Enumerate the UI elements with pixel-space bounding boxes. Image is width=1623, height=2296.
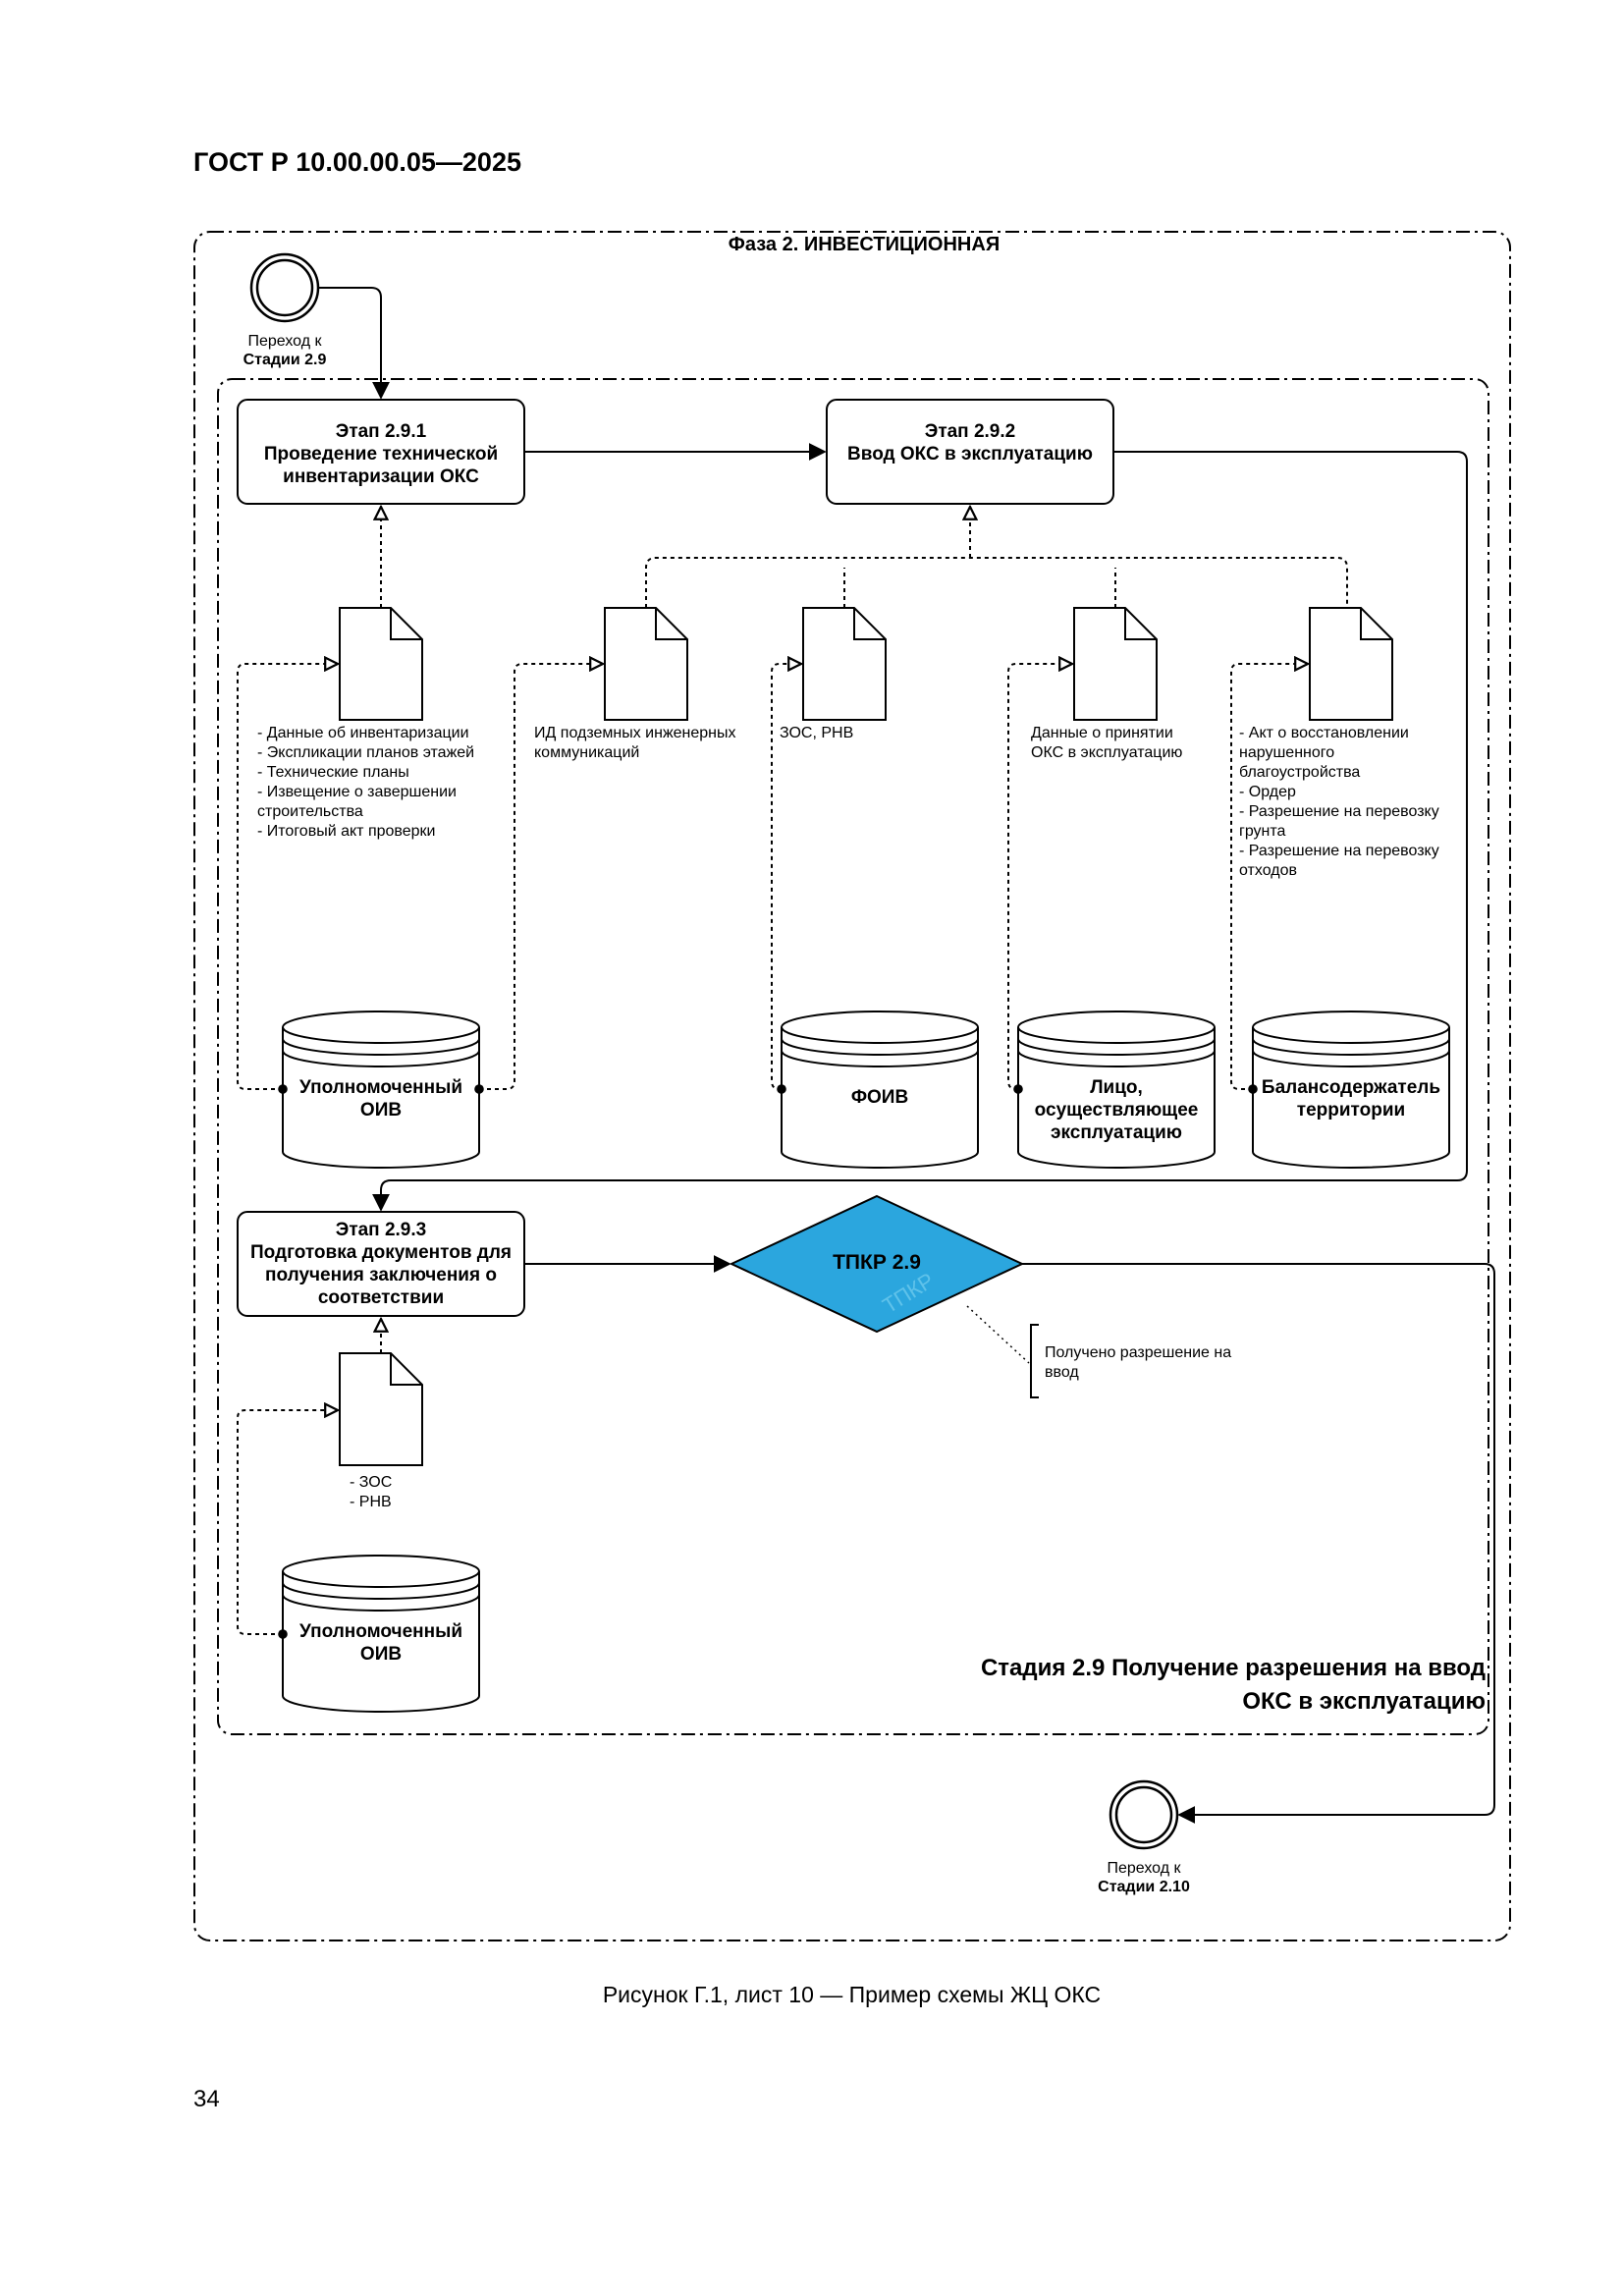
task-2-9-3-title-line3: соответствии xyxy=(317,1287,445,1308)
start-event-icon[interactable] xyxy=(249,252,320,323)
document-d6-text: - ЗОС - РНВ xyxy=(350,1474,393,1510)
page-number: 34 xyxy=(193,2086,220,2112)
stage-title-line2: ОКС в эксплуатацию xyxy=(1242,1688,1486,1715)
document-icon xyxy=(339,607,1393,1466)
task-2-9-3-number: Этап 2.9.3 xyxy=(335,1220,427,1240)
task-2-9-1-title-line2: инвентаризации ОКС xyxy=(283,466,479,487)
stage-title: Стадия 2.9 Получение разрешения на ввод … xyxy=(857,1652,1486,1719)
task-2-9-1-number: Этап 2.9.1 xyxy=(335,421,427,442)
task-2-9-3-title-line2: получения заключения о xyxy=(265,1265,497,1285)
end-event-label-line1: Переход к xyxy=(1107,1860,1181,1877)
document-d1-text: - Данные об инвентаризации - Экспликации… xyxy=(257,725,475,840)
datastore-s1[interactable]: Уполномоченный ОИВ xyxy=(299,1077,462,1121)
end-event-icon[interactable] xyxy=(1109,1779,1179,1850)
task-2-9-2[interactable]: Этап 2.9.2 Ввод ОКС в эксплуатацию xyxy=(827,420,1113,465)
gateway-diamond[interactable] xyxy=(729,1194,1025,1334)
data-association xyxy=(237,507,1348,1634)
start-event-label-line2: Стадии 2.9 xyxy=(243,352,327,368)
annotation-text: Получено разрешение на ввод xyxy=(1045,1344,1232,1381)
phase-frame xyxy=(193,231,1511,1941)
task-2-9-2-number: Этап 2.9.2 xyxy=(924,421,1016,442)
annotation-association xyxy=(966,1305,1030,1364)
task-2-9-1[interactable]: Этап 2.9.1 Проведение технической инвент… xyxy=(238,420,524,488)
start-event-label-line1: Переход к xyxy=(247,333,322,350)
task-2-9-3[interactable]: Этап 2.9.3 Подготовка документов для пол… xyxy=(238,1219,524,1309)
document-d3-text: ЗОС, РНВ xyxy=(780,725,854,741)
stage-frame xyxy=(217,378,1489,1735)
sequence-flow xyxy=(318,287,1495,1824)
datastore-s3[interactable]: Лицо, осуществляющее эксплуатацию xyxy=(1034,1077,1199,1143)
document-header: ГОСТ Р 10.00.00.05—2025 xyxy=(193,147,521,177)
gateway-label: ТПКР 2.9 xyxy=(833,1251,921,1274)
start-event-label: Переход к Стадии 2.9 xyxy=(216,332,353,369)
end-event-label-line2: Стадии 2.10 xyxy=(1098,1879,1190,1895)
task-2-9-3-title-line1: Подготовка документов для xyxy=(250,1242,512,1263)
annotation-bracket xyxy=(1030,1324,1039,1398)
document-d4-text: Данные о принятии ОКС в эксплуатацию xyxy=(1031,725,1183,761)
figure-caption: Рисунок Г.1, лист 10 — Пример схемы ЖЦ О… xyxy=(602,1982,1102,2007)
stage-title-line1: Стадия 2.9 Получение разрешения на ввод xyxy=(980,1655,1486,1681)
document-d2-text: ИД подземных инженерных коммуникаций xyxy=(534,725,736,761)
end-event-label: Переход к Стадии 2.10 xyxy=(1075,1859,1213,1896)
task-2-9-2-title: Ввод ОКС в эксплуатацию xyxy=(847,444,1093,465)
datastore-s5[interactable]: Уполномоченный ОИВ xyxy=(299,1621,462,1665)
document-d5-text: - Акт о восстановлении нарушенного благо… xyxy=(1239,725,1439,879)
datastore-s4[interactable]: Балансодержатель территории xyxy=(1261,1077,1441,1121)
phase-title: Фаза 2. ИНВЕСТИЦИОННАЯ xyxy=(728,234,1001,255)
datastore-s2[interactable]: ФОИВ xyxy=(850,1087,909,1108)
task-2-9-1-title-line1: Проведение технической xyxy=(263,444,499,465)
